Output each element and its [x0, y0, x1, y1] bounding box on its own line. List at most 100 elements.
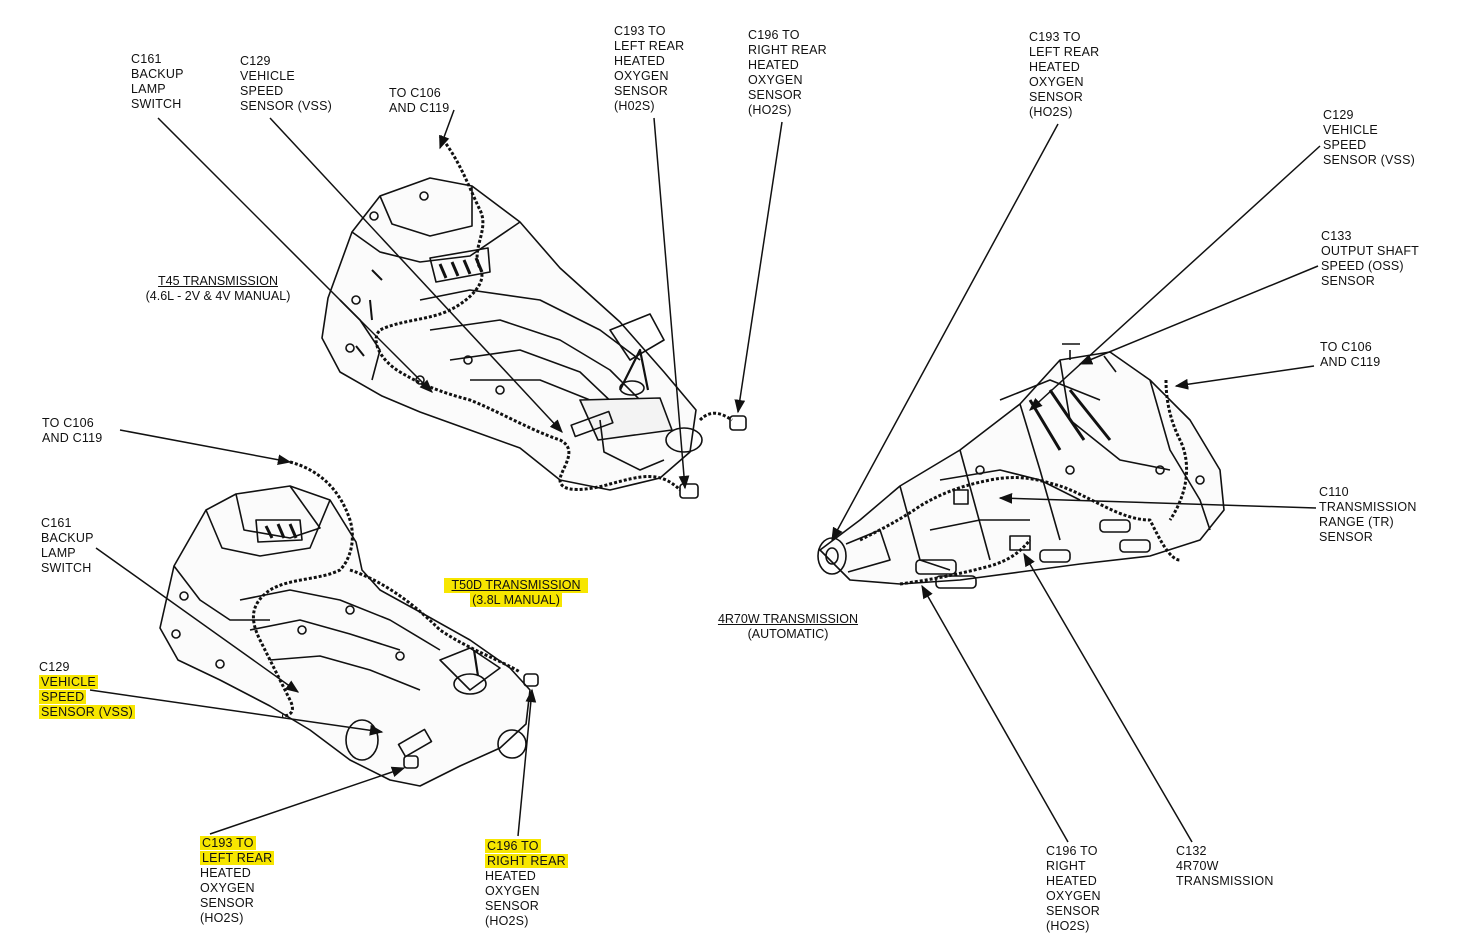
- label-line: VEHICLE: [39, 675, 98, 689]
- label-line: SENSOR (VSS): [39, 705, 135, 719]
- label-line: HEATED: [1046, 874, 1097, 888]
- label-line: TO C106: [42, 416, 94, 430]
- leader-t50-c196: [517, 688, 537, 837]
- label-line: C110: [1319, 485, 1349, 499]
- 4r70w-title-line1: 4R70W TRANSMISSION: [717, 612, 859, 626]
- label-line: SENSOR: [200, 896, 254, 910]
- label-line: C161: [131, 52, 162, 66]
- label-line: C193 TO: [200, 836, 256, 850]
- label-line: SENSOR: [1321, 274, 1375, 288]
- label-line: SWITCH: [131, 97, 182, 111]
- label-line: HEATED: [485, 869, 536, 883]
- label-line: AND C119: [1320, 355, 1381, 369]
- label-line: RANGE (TR): [1319, 515, 1394, 529]
- label-line: C196 TO: [748, 28, 800, 42]
- label-line: OXYGEN: [485, 884, 540, 898]
- t50-c161-label: C161 BACKUP LAMP SWITCH: [41, 516, 94, 576]
- label-line: C132: [1176, 844, 1207, 858]
- r-c110-label: C110 TRANSMISSION RANGE (TR) SENSOR: [1319, 485, 1417, 545]
- label-line: VEHICLE: [240, 69, 295, 83]
- label-line: SWITCH: [41, 561, 92, 575]
- label-line: C196 TO: [1046, 844, 1098, 858]
- label-line: (HO2S): [1046, 919, 1090, 933]
- label-line: AND C119: [389, 101, 450, 115]
- r-to-c106-label: TO C106 AND C119: [1320, 340, 1380, 370]
- t50d-transmission-drawing: [159, 460, 539, 787]
- label-line: OXYGEN: [614, 69, 669, 83]
- label-line: (HO2S): [748, 103, 792, 117]
- label-line: (HO2S): [1029, 105, 1073, 119]
- label-line: C129: [39, 660, 70, 674]
- label-line: SPEED (OSS): [1321, 259, 1404, 273]
- label-line: C196 TO: [485, 839, 541, 853]
- r-c132-label: C132 4R70W TRANSMISSION: [1176, 844, 1274, 889]
- 4r70w-transmission-drawing: [817, 343, 1225, 589]
- t45-title-line2: (4.6L - 2V & 4V MANUAL): [145, 289, 291, 303]
- leader-r-c193: [831, 123, 1059, 542]
- t50d-title-line2: (3.8L MANUAL): [470, 593, 562, 607]
- label-line: SENSOR (VSS): [240, 99, 332, 113]
- t45-title-line1: T45 TRANSMISSION: [158, 274, 278, 288]
- label-line: TRANSMISSION: [1319, 500, 1417, 514]
- label-line: C129: [1323, 108, 1354, 122]
- label-line: OXYGEN: [200, 881, 255, 895]
- label-line: SENSOR: [748, 88, 802, 102]
- label-line: TO C106: [389, 86, 441, 100]
- label-line: TO C106: [1320, 340, 1372, 354]
- label-line: RIGHT REAR: [485, 854, 568, 868]
- label-line: BACKUP: [131, 67, 184, 81]
- t45-c161-label: C161 BACKUP LAMP SWITCH: [131, 52, 184, 112]
- leader-t50-c129: [89, 689, 384, 736]
- label-line: SPEED: [39, 690, 87, 704]
- label-line: VEHICLE: [1323, 123, 1378, 137]
- label-line: RIGHT REAR: [748, 43, 827, 57]
- r-c196-label: C196 TO RIGHT HEATED OXYGEN SENSOR (HO2S…: [1046, 844, 1101, 934]
- label-line: SENSOR: [614, 84, 668, 98]
- leader-t45-to-c106: [439, 109, 455, 150]
- label-line: SENSOR: [485, 899, 539, 913]
- label-line: TRANSMISSION: [1176, 874, 1274, 888]
- t45-c196-label: C196 TO RIGHT REAR HEATED OXYGEN SENSOR …: [748, 28, 827, 118]
- t50-c193-label: C193 TO LEFT REAR HEATED OXYGEN SENSOR (…: [200, 836, 275, 926]
- t50-c129-label: C129 VEHICLE SPEED SENSOR (VSS): [39, 660, 135, 720]
- label-line: C133: [1321, 229, 1352, 243]
- leader-t50-c193: [209, 766, 406, 835]
- leader-r-c129: [1029, 145, 1321, 411]
- t45-title: T45 TRANSMISSION (4.6L - 2V & 4V MANUAL): [138, 274, 298, 304]
- r-c129-label: C129 VEHICLE SPEED SENSOR (VSS): [1323, 108, 1415, 168]
- label-line: HEATED: [200, 866, 251, 880]
- t50d-title-line1: T50D TRANSMISSION: [444, 578, 588, 593]
- r-c193-label: C193 TO LEFT REAR HEATED OXYGEN SENSOR (…: [1029, 30, 1099, 120]
- t50-to-c106-label: TO C106 AND C119: [42, 416, 102, 446]
- label-line: C193 TO: [614, 24, 666, 38]
- t45-c129-label: C129 VEHICLE SPEED SENSOR (VSS): [240, 54, 332, 114]
- leader-r-c110: [998, 492, 1317, 509]
- label-line: BACKUP: [41, 531, 94, 545]
- label-line: C193 TO: [1029, 30, 1081, 44]
- label-line: C129: [240, 54, 271, 68]
- label-line: OXYGEN: [1046, 889, 1101, 903]
- label-line: SENSOR: [1319, 530, 1373, 544]
- t50-c196-label: C196 TO RIGHT REAR HEATED OXYGEN SENSOR …: [485, 839, 568, 929]
- label-line: HEATED: [748, 58, 799, 72]
- label-line: RIGHT: [1046, 859, 1086, 873]
- r-c133-label: C133 OUTPUT SHAFT SPEED (OSS) SENSOR: [1321, 229, 1419, 289]
- label-line: LAMP: [131, 82, 166, 96]
- 4r70w-title: 4R70W TRANSMISSION (AUTOMATIC): [710, 612, 866, 642]
- leader-t45-c161: [157, 117, 433, 393]
- label-line: 4R70W: [1176, 859, 1219, 873]
- leader-t45-c196: [734, 121, 783, 414]
- label-line: LAMP: [41, 546, 76, 560]
- leader-r-c133: [1078, 265, 1319, 365]
- leader-r-c132: [1023, 552, 1193, 843]
- leader-lines: [89, 109, 1321, 843]
- label-line: OXYGEN: [1029, 75, 1084, 89]
- label-line: C161: [41, 516, 72, 530]
- t45-to-c106-label: TO C106 AND C119: [389, 86, 449, 116]
- label-line: SPEED: [1323, 138, 1367, 152]
- t45-c193-label: C193 TO LEFT REAR HEATED OXYGEN SENSOR (…: [614, 24, 684, 114]
- label-line: LEFT REAR: [1029, 45, 1100, 59]
- label-line: OXYGEN: [748, 73, 803, 87]
